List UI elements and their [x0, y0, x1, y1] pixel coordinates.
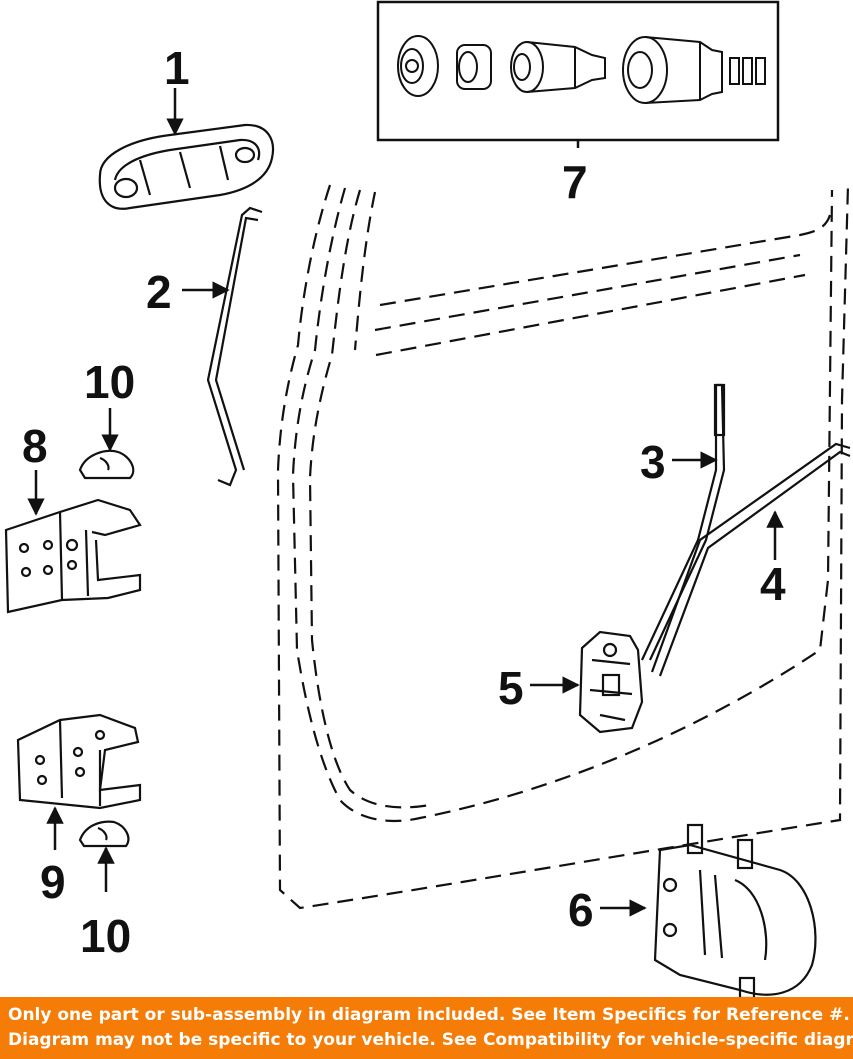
part-9-lower-hinge — [16, 713, 142, 810]
leader-arrows — [27, 88, 784, 917]
part-1-outside-handle — [98, 123, 275, 210]
door-outline — [276, 184, 850, 910]
part-4-release-rod — [650, 442, 851, 677]
part-5-door-latch — [578, 630, 644, 734]
callout-7: 7 — [562, 156, 588, 208]
callout-2: 2 — [146, 266, 172, 318]
disclaimer-banner: Only one part or sub-assembly in diagram… — [0, 997, 853, 1059]
part-2-handle-rod — [206, 206, 263, 487]
part-10-hinge-cap-bottom — [78, 820, 130, 848]
part-10-hinge-cap-top — [78, 449, 135, 480]
callout-10-bottom: 10 — [80, 910, 131, 962]
callout-10-top: 10 — [84, 356, 135, 408]
callout-9: 9 — [40, 856, 66, 908]
disclaimer-line-1: Only one part or sub-assembly in diagram… — [8, 1005, 850, 1025]
callout-3: 3 — [640, 436, 666, 488]
callout-8: 8 — [22, 420, 48, 472]
callout-5: 5 — [498, 662, 524, 714]
part-7-lock-cylinder-kit — [376, 0, 780, 148]
callout-4: 4 — [760, 558, 786, 610]
part-6-inside-handle — [653, 823, 817, 1000]
callout-6: 6 — [568, 884, 594, 936]
disclaimer-line-2: Diagram may not be specific to your vehi… — [8, 1030, 853, 1050]
part-8-upper-hinge — [4, 498, 142, 614]
callout-1: 1 — [164, 42, 190, 94]
part-3-lock-rod — [641, 383, 726, 661]
